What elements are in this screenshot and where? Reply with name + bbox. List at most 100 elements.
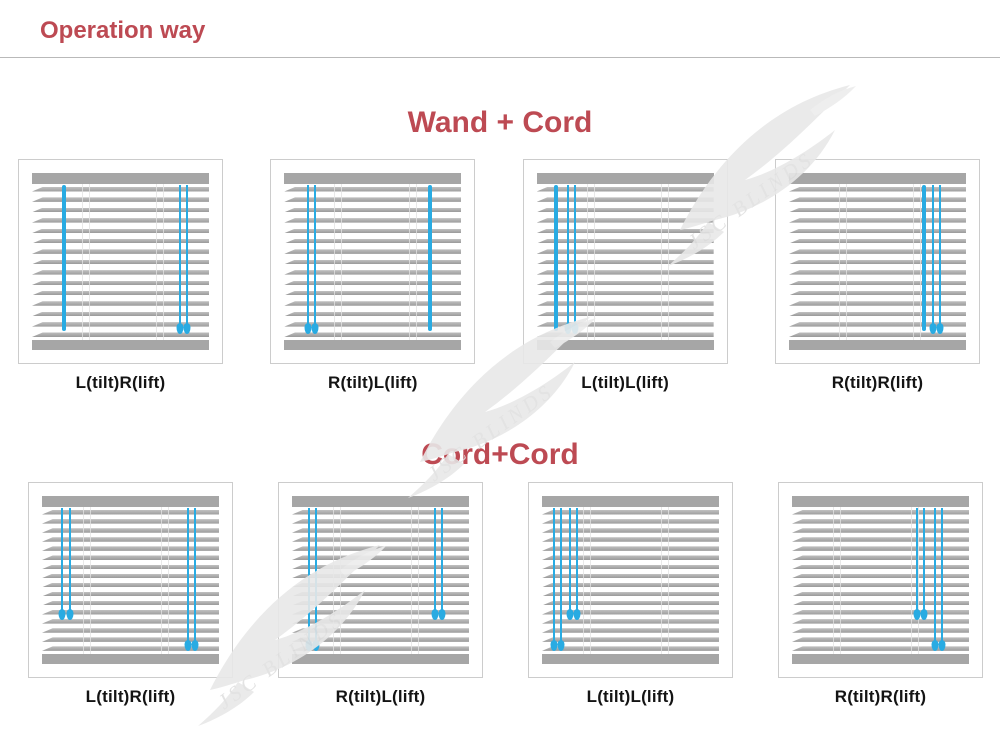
slat (792, 582, 969, 588)
controls-layer (792, 508, 969, 652)
slat (536, 197, 714, 202)
controls-layer (537, 185, 714, 337)
blind-figure: R(tilt)R(lift) (778, 482, 983, 707)
slat (292, 628, 469, 633)
slat (788, 218, 966, 223)
lift-cord (564, 185, 572, 334)
controls-layer (42, 508, 219, 652)
slat (42, 628, 219, 633)
lift-cord (431, 508, 439, 620)
slat-area (42, 507, 219, 654)
lift-cord (176, 185, 184, 334)
slat (536, 290, 714, 296)
slat-stack (792, 510, 969, 651)
slat (32, 332, 209, 337)
slat (788, 322, 966, 327)
slat (542, 519, 719, 524)
lift-cord (191, 508, 199, 652)
lift-cord (913, 508, 921, 620)
cord-tassel (176, 322, 184, 334)
slat (32, 197, 209, 202)
slat (284, 228, 462, 234)
ladder-string (408, 184, 417, 340)
blind-figure: L(tilt)L(lift) (528, 482, 733, 707)
tilt-wand (554, 185, 559, 331)
slat (284, 270, 462, 275)
tilt-wand (427, 185, 432, 331)
slat (788, 280, 966, 286)
slat (788, 332, 966, 337)
slat (536, 187, 714, 192)
cord-tassel (311, 322, 319, 334)
cord-tassel (191, 640, 199, 652)
slat-area (292, 507, 469, 654)
blind-figure: R(tilt)R(lift) (774, 159, 980, 393)
ladder-string (156, 184, 165, 340)
slat-area (792, 507, 969, 654)
bottom-rail (42, 654, 219, 664)
ladder-string (334, 184, 343, 340)
slat (542, 528, 719, 533)
slat-area (32, 184, 209, 340)
slat (32, 311, 209, 317)
controls-layer (292, 508, 469, 652)
cord-tassel (431, 608, 439, 620)
lift-cord (938, 508, 946, 652)
blind-window-frame (528, 482, 733, 678)
blind-row-wand-cord: L(tilt)R(lift)R(tilt)L(lift)L(tilt)L(lif… (18, 159, 980, 393)
headrail (292, 496, 469, 507)
cord-tassel (936, 322, 944, 334)
slat (542, 582, 719, 588)
slat (42, 646, 219, 651)
blind-label: L(tilt)L(lift) (586, 687, 675, 706)
slat (32, 238, 209, 244)
slat (542, 610, 719, 615)
slat (292, 591, 469, 597)
slat (788, 207, 966, 213)
slat (42, 510, 219, 515)
slat (542, 591, 719, 597)
slat (792, 528, 969, 533)
tilt-wand (62, 185, 67, 331)
slat (536, 228, 714, 234)
slat (284, 249, 462, 254)
lift-cord (305, 508, 313, 652)
slat (542, 573, 719, 579)
cord-tassel (573, 608, 581, 620)
tilt-wand (921, 185, 926, 331)
lift-cord (311, 185, 319, 334)
cord-tassel (438, 608, 446, 620)
slat (536, 207, 714, 213)
slat (284, 218, 462, 223)
slat (788, 197, 966, 202)
cord-tassel (913, 608, 921, 620)
slat (792, 519, 969, 524)
ladder-string (839, 184, 848, 340)
slat (792, 510, 969, 515)
bottom-rail (292, 654, 469, 664)
slat (292, 619, 469, 624)
slat (792, 600, 969, 606)
slat (536, 238, 714, 244)
headrail (792, 496, 969, 507)
slat-stack (542, 510, 719, 651)
slat (792, 591, 969, 597)
lift-cord (571, 185, 579, 334)
cord-tassel (571, 322, 579, 334)
slat (788, 311, 966, 317)
slat (536, 322, 714, 327)
blind-figure: L(tilt)L(lift) (522, 159, 728, 393)
slat (536, 311, 714, 317)
slat-stack (42, 510, 219, 651)
lift-cord (573, 508, 581, 620)
cord-tassel (920, 608, 928, 620)
slat (284, 311, 462, 317)
controls-layer (542, 508, 719, 652)
slat (788, 259, 966, 265)
slat (32, 290, 209, 296)
slat (292, 528, 469, 533)
cord-tassel (566, 608, 574, 620)
slat (292, 510, 469, 515)
slat (42, 528, 219, 533)
